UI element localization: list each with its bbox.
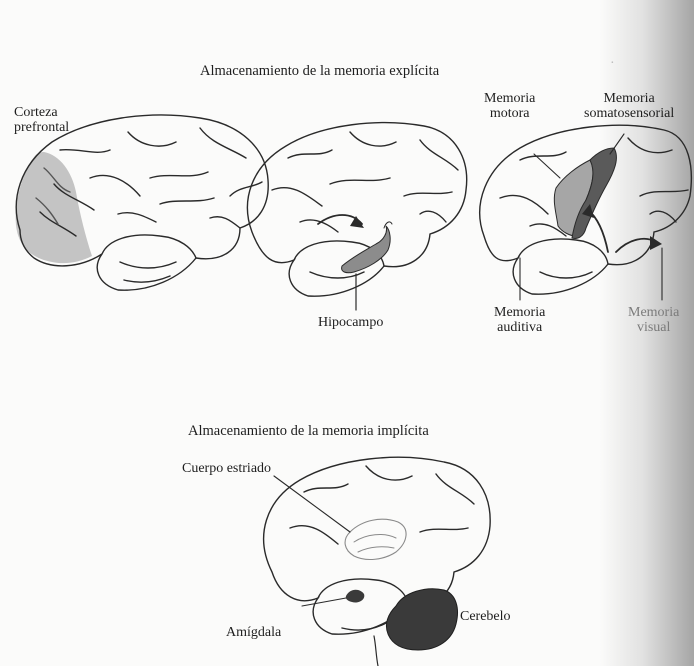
striatum-region: [345, 519, 406, 559]
label-cerebellum: Cerebelo: [460, 610, 511, 625]
label-visual-memory: Memoria visual: [628, 306, 679, 335]
label-line: Memoria: [628, 306, 679, 321]
label-line: Memoria: [494, 306, 545, 321]
label-striatum: Cuerpo estriado: [182, 462, 271, 477]
title-implicit-memory: Almacenamiento de la memoria implícita: [188, 424, 429, 439]
bleed-through-text: ·: [610, 56, 615, 72]
brain-hippocampus: [247, 123, 466, 310]
label-amygdala: Amígdala: [226, 626, 281, 641]
label-line: somatosensorial: [584, 107, 674, 122]
brain-implicit: [264, 457, 490, 666]
title-explicit-memory: Almacenamiento de la memoria explícita: [200, 64, 439, 79]
label-line: prefrontal: [14, 121, 69, 136]
brain-prefrontal: [16, 115, 269, 290]
label-motor-memory: Memoria motora: [484, 92, 535, 121]
label-auditory-memory: Memoria auditiva: [494, 306, 545, 335]
label-line: auditiva: [494, 321, 545, 336]
label-line: Memoria: [584, 92, 674, 107]
label-somatosensory-memory: Memoria somatosensorial: [584, 92, 674, 121]
label-line: visual: [628, 321, 679, 336]
label-line: Memoria: [484, 92, 535, 107]
label-line: motora: [484, 107, 535, 122]
label-prefrontal-cortex: Corteza prefrontal: [14, 106, 69, 135]
label-line: Corteza: [14, 106, 69, 121]
hippocampus-region: [342, 226, 391, 273]
amygdala-region: [346, 590, 365, 603]
cerebellum-region: [386, 589, 457, 650]
label-hippocampus: Hipocampo: [318, 316, 383, 331]
brain-cortical-areas: [480, 125, 692, 300]
